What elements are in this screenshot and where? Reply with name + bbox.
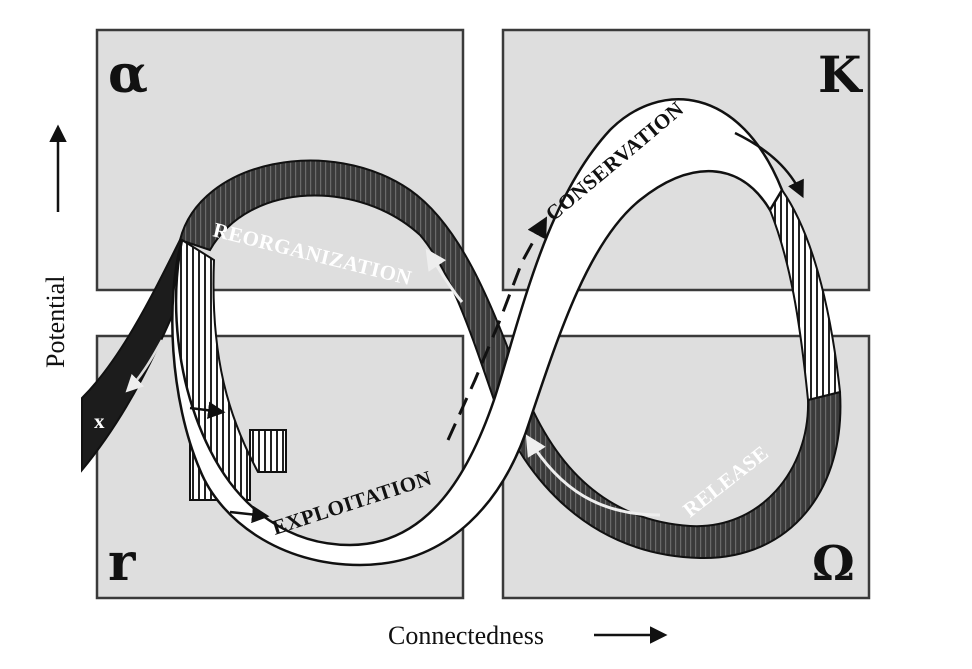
release-flow-arrow bbox=[525, 434, 661, 517]
exploitation-conservation-band bbox=[171, 98, 784, 567]
x-axis-label: Connectedness bbox=[388, 621, 544, 650]
corner-omega-label: Ω bbox=[812, 536, 855, 592]
reorganization-flow-arrow bbox=[425, 248, 464, 303]
exit-flow-arrow bbox=[125, 339, 164, 393]
fold-flow-arrow-lower bbox=[229, 505, 270, 524]
y-axis-label: Potential bbox=[41, 276, 70, 368]
exploitation-flow-arrow bbox=[446, 216, 548, 441]
conservation-flow-arrow bbox=[734, 131, 804, 199]
quadrant-alpha bbox=[95, 28, 465, 292]
corner-k-label: K bbox=[818, 45, 863, 104]
corner-alpha-label: α bbox=[108, 44, 148, 105]
right-fold-band bbox=[768, 188, 842, 402]
exit-x-label: x bbox=[94, 409, 105, 433]
corner-r-label: r bbox=[108, 532, 136, 593]
fold-flow-arrow-upper bbox=[189, 401, 226, 419]
